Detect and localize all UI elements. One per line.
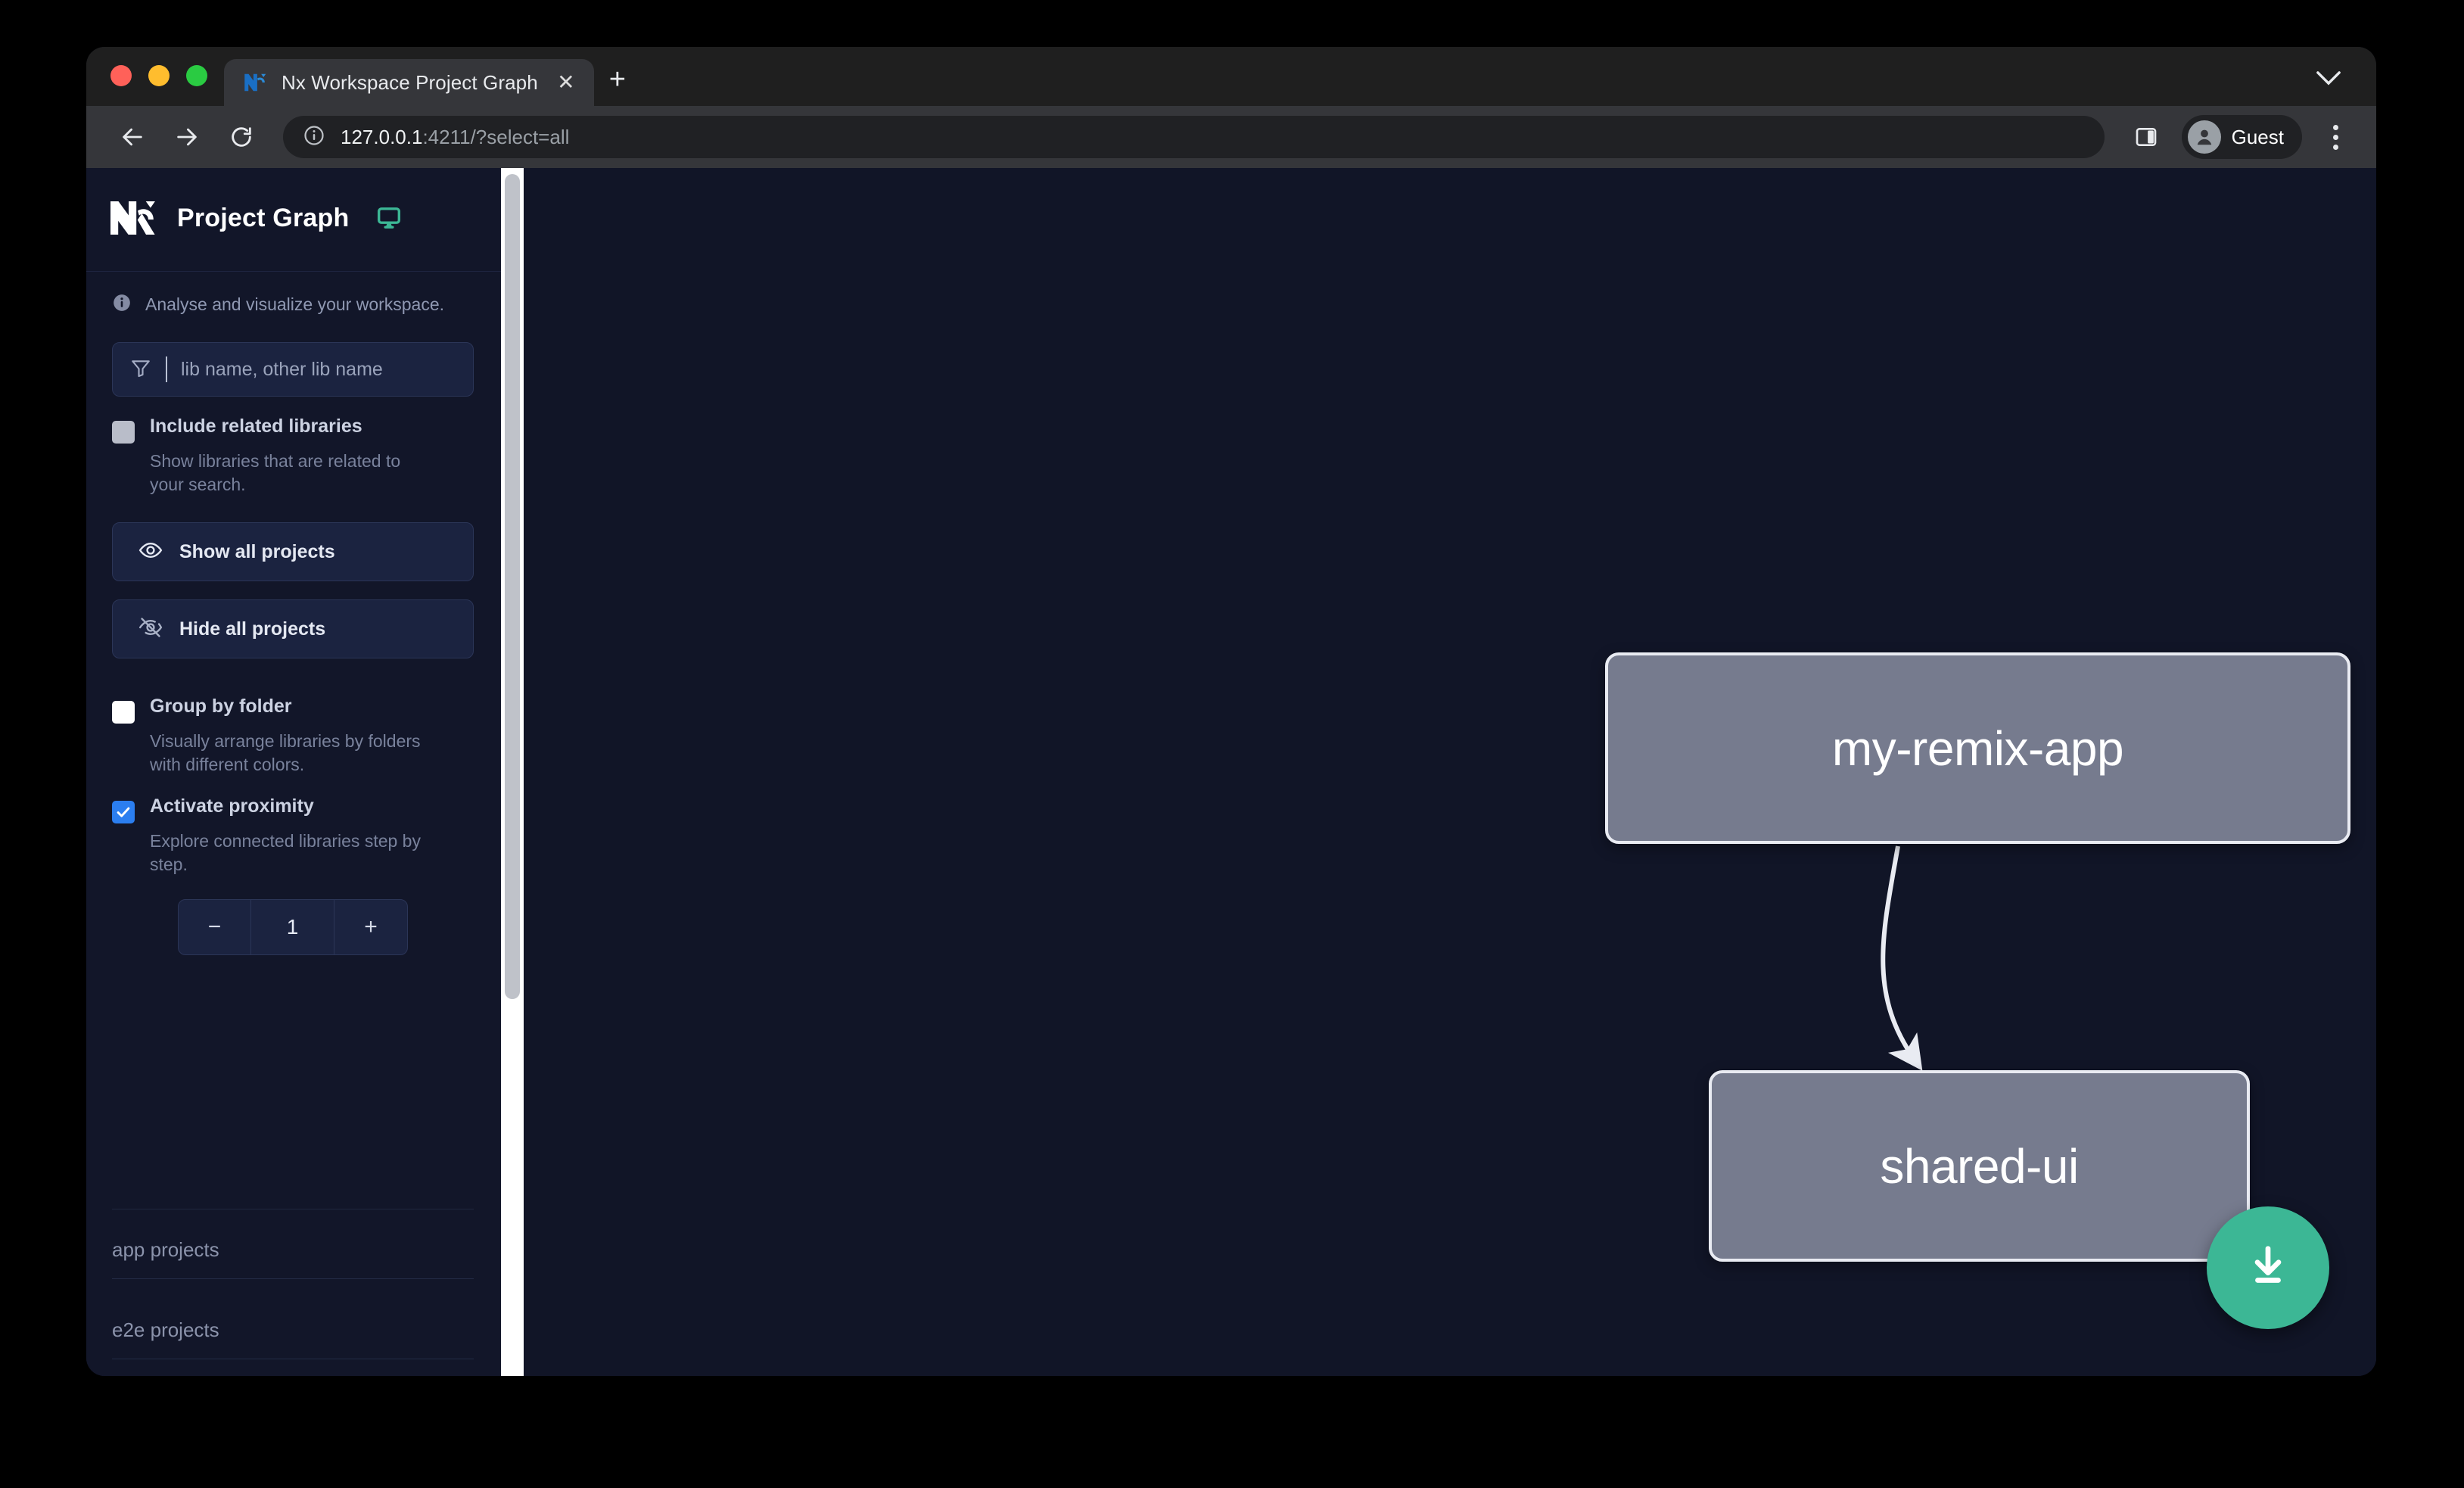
sidebar-spacer (86, 955, 501, 1209)
edge-my-remix-app-to-shared-ui (1881, 845, 1923, 1071)
show-all-projects-label: Show all projects (179, 540, 335, 562)
page-body: Project Graph Analyse and visualize your… (86, 168, 2376, 1376)
nx-logo-icon (109, 198, 159, 238)
option-description: Explore connected libraries step by step… (150, 831, 421, 875)
forward-arrow-icon[interactable] (163, 114, 210, 160)
divider (112, 1278, 474, 1279)
option-include-related-libraries: Include related libraries Show libraries… (86, 397, 501, 497)
proximity-increment-button[interactable]: + (364, 914, 378, 940)
browser-tab[interactable]: Nx Workspace Project Graph ✕ (224, 59, 594, 106)
nx-logo-icon (242, 70, 268, 95)
kebab-menu-icon[interactable] (2314, 115, 2357, 159)
side-panel-icon[interactable] (2124, 115, 2168, 159)
monitor-icon[interactable] (376, 205, 402, 231)
project-group-title: app projects (112, 1238, 219, 1261)
hide-all-projects-label: Hide all projects (179, 618, 326, 640)
graph-node-label: shared-ui (1880, 1138, 2079, 1194)
minimize-window-button[interactable] (148, 65, 170, 86)
proximity-value: 1 (251, 900, 334, 955)
graph-canvas[interactable]: my-remix-app shared-ui (524, 168, 2376, 1376)
address-bar[interactable]: 127.0.0.1:4211/?select=all (283, 116, 2105, 158)
sidebar-scrollbar[interactable] (501, 168, 524, 1376)
tab-strip: Nx Workspace Project Graph ✕ + (86, 47, 2376, 106)
profile-label: Guest (2231, 125, 2284, 148)
address-bar-url: 127.0.0.1:4211/?select=all (341, 126, 569, 149)
show-all-projects-button[interactable]: Show all projects (112, 522, 474, 582)
filter-wrap: lib name, other lib name (86, 316, 501, 397)
proximity-stepper: − 1 + (112, 876, 474, 956)
option-description: Visually arrange libraries by folders wi… (150, 731, 421, 775)
eye-icon (138, 538, 163, 566)
download-icon (2242, 1240, 2294, 1297)
reload-icon[interactable] (218, 114, 265, 160)
person-avatar-icon (2187, 120, 2221, 154)
project-group-app[interactable]: app projects (112, 1209, 474, 1296)
text-caret (166, 356, 167, 382)
info-circle-icon (112, 293, 132, 316)
search-input[interactable]: lib name, other lib name (112, 342, 474, 397)
sidebar-info-text: Analyse and visualize your workspace. (145, 294, 445, 314)
graph-edges (1881, 845, 1923, 1071)
window-traffic-lights (86, 65, 224, 106)
project-group-e2e[interactable]: e2e projects (112, 1296, 474, 1376)
hide-all-projects-button[interactable]: Hide all projects (112, 599, 474, 659)
checkbox-activate-proximity[interactable] (112, 801, 135, 824)
graph-node-my-remix-app[interactable]: my-remix-app (1605, 652, 2350, 844)
proximity-decrement-button[interactable]: − (179, 900, 251, 955)
plus-icon[interactable]: + (608, 63, 626, 95)
checkbox-group-by-folder[interactable] (112, 701, 135, 724)
checkbox-include-related-libraries[interactable] (112, 421, 135, 444)
address-bar-host: 127.0.0.1 (341, 125, 423, 148)
graph-node-label: my-remix-app (1831, 721, 2124, 776)
browser-toolbar: 127.0.0.1:4211/?select=all Guest (86, 106, 2376, 168)
funnel-filter-icon (129, 356, 152, 383)
browser-window: Nx Workspace Project Graph ✕ + 127.0.0.1… (86, 47, 2376, 1376)
sidebar: Project Graph Analyse and visualize your… (86, 168, 501, 1376)
option-group-by-folder: Group by folder Visually arrange librari… (86, 677, 501, 777)
download-button[interactable] (2207, 1206, 2329, 1329)
project-group-title: e2e projects (112, 1318, 219, 1341)
sidebar-buttons: Show all projects Hide all projects (86, 497, 501, 677)
maximize-window-button[interactable] (186, 65, 207, 86)
info-circle-icon[interactable] (303, 124, 325, 151)
close-icon[interactable]: ✕ (557, 70, 575, 94)
chevron-down-icon[interactable] (2316, 70, 2341, 91)
sidebar-scrollbar-thumb[interactable] (505, 174, 520, 999)
address-bar-path: :4211/?select=all (422, 125, 570, 148)
close-window-button[interactable] (110, 65, 132, 86)
sidebar-header: Project Graph (86, 168, 501, 272)
page-title: Project Graph (177, 203, 350, 232)
option-label: Group by folder (150, 696, 292, 718)
tabstrip-right-controls (2316, 70, 2376, 106)
project-groups: app projects e2e projects (86, 1209, 501, 1376)
back-arrow-icon[interactable] (109, 114, 156, 160)
profile-chip[interactable]: Guest (2181, 115, 2302, 159)
graph-node-shared-ui[interactable]: shared-ui (1709, 1070, 2250, 1262)
option-label: Activate proximity (150, 795, 314, 817)
tab-title: Nx Workspace Project Graph (282, 70, 538, 94)
option-description: Show libraries that are related to your … (150, 451, 401, 495)
sidebar-info-row: Analyse and visualize your workspace. (86, 272, 501, 316)
search-input-placeholder: lib name, other lib name (181, 358, 383, 380)
option-activate-proximity: Activate proximity Explore connected lib… (86, 777, 501, 956)
eye-off-icon (138, 615, 163, 643)
option-label: Include related libraries (150, 416, 362, 437)
